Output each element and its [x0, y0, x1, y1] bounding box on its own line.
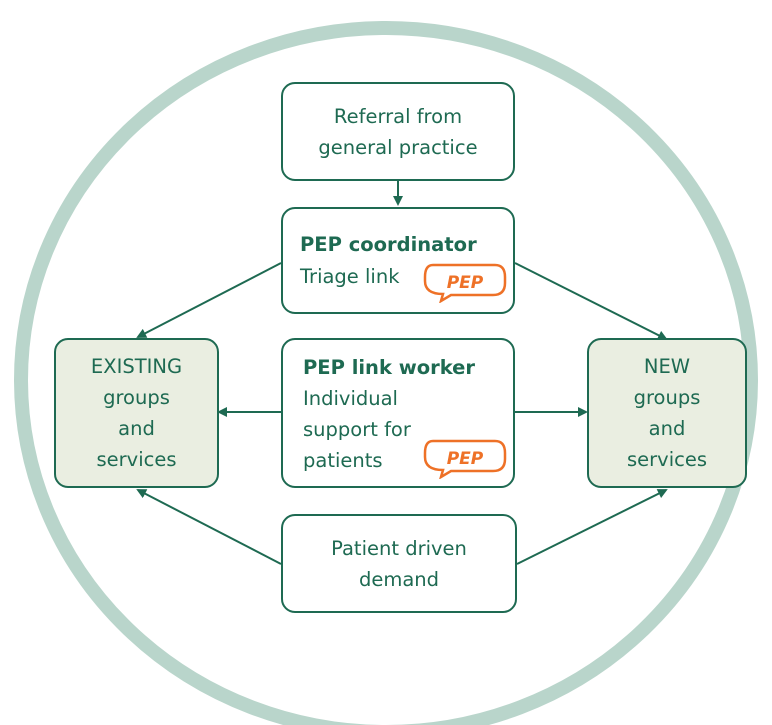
- existing-services-node: EXISTING groups and services: [54, 338, 219, 488]
- pep-logo-icon: PEP: [423, 263, 507, 303]
- linkworker-node: PEP link worker Individual support for p…: [281, 338, 515, 488]
- new-line-4: services: [626, 448, 707, 471]
- pep-logo-text: PEP: [447, 273, 484, 293]
- referral-line-1: Referral from: [333, 104, 463, 128]
- linkworker-line-2: support for: [303, 418, 411, 441]
- existing-line-2: groups: [103, 386, 170, 409]
- referral-node: Referral from general practice: [281, 82, 515, 181]
- demand-line-1: Patient driven: [331, 536, 467, 560]
- arrow-demand-to-existing: [136, 489, 282, 565]
- linkworker-text: Individual support for patients: [303, 383, 411, 476]
- demand-line-2: demand: [358, 567, 440, 591]
- coordinator-node: PEP coordinator Triage link PEP: [281, 207, 515, 314]
- coordinator-subtitle: Triage link: [300, 265, 400, 288]
- arrow-coordinator-to-new: [514, 262, 668, 340]
- new-services-node: NEW groups and services: [587, 338, 747, 488]
- arrow-demand-to-new: [516, 489, 668, 565]
- existing-line-4: services: [96, 448, 177, 471]
- coordinator-title: PEP coordinator: [300, 233, 477, 256]
- linkworker-line-1: Individual: [303, 387, 398, 410]
- new-line-2: groups: [633, 386, 701, 409]
- new-line-3: and: [648, 417, 686, 440]
- pep-logo-icon: PEP: [423, 439, 507, 479]
- existing-line-1: EXISTING: [90, 355, 183, 378]
- pep-logo-text: PEP: [447, 449, 484, 469]
- linkworker-title: PEP link worker: [303, 356, 476, 379]
- referral-line-2: general practice: [318, 135, 478, 159]
- patient-demand-node: Patient driven demand: [281, 514, 517, 613]
- new-line-1: NEW: [643, 355, 691, 378]
- existing-line-3: and: [118, 417, 155, 440]
- linkworker-line-3: patients: [303, 449, 383, 472]
- outer-ring: [14, 21, 758, 725]
- arrow-coordinator-to-existing: [136, 262, 282, 338]
